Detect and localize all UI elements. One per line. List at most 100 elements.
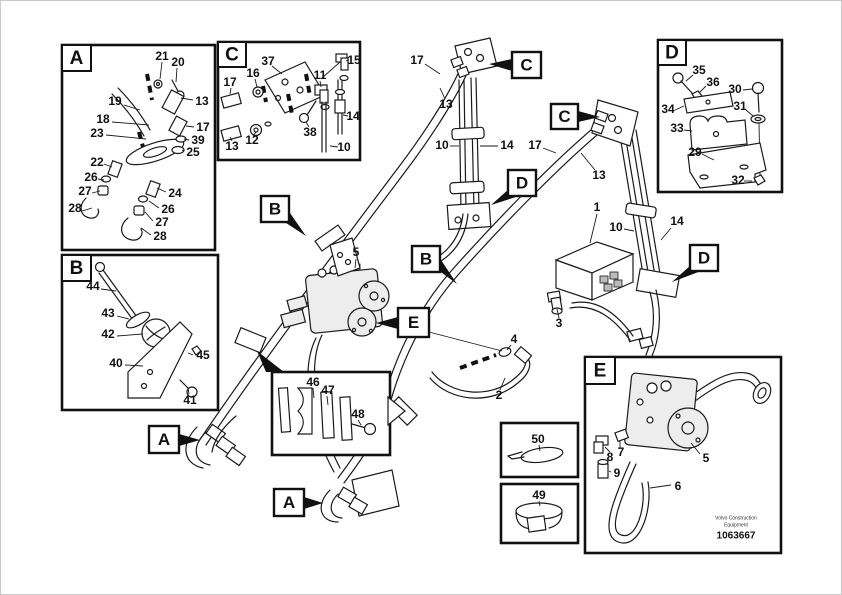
hose-2 (429, 345, 533, 399)
part-label: 45 (196, 348, 210, 362)
part-label: 13 (195, 94, 209, 108)
callout-c-right: C (549, 102, 600, 131)
part-label: 17 (528, 138, 542, 152)
part-label: 8 (607, 450, 614, 464)
inset-box-e: E 8 7 9 6 5 Volvo Construction Equipment… (583, 355, 783, 555)
part-label: 22 (90, 155, 104, 169)
callout-b-right: B (410, 244, 457, 284)
main-control-valve (280, 224, 390, 337)
part-label: 10 (435, 138, 449, 152)
inset-letter: C (225, 45, 239, 66)
callout-d-right: D (672, 243, 720, 282)
svg-text:D: D (698, 248, 710, 267)
part-label: 49 (532, 488, 546, 502)
routing-dash (459, 353, 497, 370)
part-label: 46 (306, 375, 320, 389)
part-label: 30 (728, 82, 742, 96)
hose-clamp (234, 326, 267, 354)
part-label: 27 (155, 215, 169, 229)
part-label: 19 (108, 94, 122, 108)
right-fitting-assembly (590, 99, 639, 147)
callout-b-left: B (259, 194, 306, 236)
svg-text:C: C (520, 55, 532, 74)
part-label: 2 (496, 388, 503, 402)
main-hose-to-elbow (569, 301, 634, 341)
part-label: 34 (661, 102, 675, 116)
part-label: 26 (84, 170, 98, 184)
part-label: 48 (351, 407, 365, 421)
part-label: 11 (314, 68, 327, 82)
part-label: 33 (670, 121, 684, 135)
part-label: 6 (675, 479, 682, 493)
part-label: 41 (183, 393, 197, 407)
part-label: 1 (594, 200, 601, 214)
main-leader-lines (354, 63, 672, 391)
part-label: 29 (688, 145, 702, 159)
callout-e-valve: E (376, 306, 431, 339)
part-label: 14 (670, 214, 684, 228)
part-label: 37 (261, 54, 275, 68)
part-label: 16 (246, 66, 260, 80)
part-label: 9 (614, 466, 621, 480)
top-fitting-assembly (450, 37, 498, 79)
ring-4 (498, 347, 512, 357)
part-label: 10 (337, 140, 351, 154)
part-label: 43 (101, 306, 115, 320)
tube-clamp (449, 180, 485, 195)
part-label: 28 (68, 201, 82, 215)
part-label: 13 (225, 139, 239, 153)
callout-a-lower: A (272, 487, 323, 518)
part-label: 13 (439, 97, 453, 111)
hose-clamp (314, 224, 346, 252)
inset-band-detail: 49 (499, 482, 580, 545)
hose-ends-lower (320, 469, 400, 523)
part-label: 3 (556, 316, 563, 330)
brand-text: Equipment (724, 522, 749, 528)
part-label: 42 (101, 327, 115, 341)
inset-box-a: A 21 20 19 (60, 43, 217, 252)
part-label: 14 (500, 138, 514, 152)
inset-letter: E (594, 361, 607, 382)
main-hose-run-left (198, 66, 469, 446)
part-label: 23 (90, 126, 104, 140)
svg-text:C: C (558, 107, 570, 126)
svg-text:B: B (269, 199, 281, 218)
part-label: 12 (245, 133, 259, 147)
svg-text:D: D (516, 173, 528, 192)
main-steel-tubes-right (619, 129, 681, 357)
inset-clamp-detail: 46 47 48 (257, 351, 406, 457)
part-label: 38 (303, 125, 317, 139)
part-label: 13 (592, 168, 606, 182)
svg-text:E: E (408, 313, 419, 332)
inset-box-c: C 37 15 16 17 11 14 13 12 38 (216, 40, 362, 162)
part-label: 47 (321, 383, 335, 397)
main-steel-tubes-left (427, 77, 492, 266)
part-label: 14 (346, 109, 360, 123)
part-label: 10 (609, 220, 623, 234)
part-label: 17 (223, 75, 237, 89)
tube-bracket (635, 267, 681, 299)
part-label: 31 (733, 99, 747, 113)
svg-text:A: A (158, 430, 170, 449)
hose-ends-left (185, 415, 247, 469)
inset-box-d: D 35 36 30 34 31 33 29 32 (656, 38, 784, 194)
part-label: 18 (96, 112, 110, 126)
tube-clamp (451, 126, 485, 141)
inset-box-b: B 44 43 42 40 45 41 (60, 253, 220, 412)
tube-clamp (625, 202, 657, 219)
inset-letter: D (665, 43, 679, 64)
part-label: 44 (86, 279, 100, 293)
doc-number: 1063667 (717, 531, 756, 542)
inset-letter: B (70, 258, 84, 279)
part-label: 39 (191, 133, 205, 147)
part-label: 35 (692, 63, 706, 77)
part-label: 32 (731, 173, 745, 187)
elbow-fitting (638, 335, 654, 350)
part-label: 17 (196, 120, 210, 134)
part-label: 40 (109, 356, 123, 370)
part-label: 17 (410, 53, 424, 67)
part-label: 25 (186, 145, 200, 159)
part-label: 20 (171, 55, 185, 69)
